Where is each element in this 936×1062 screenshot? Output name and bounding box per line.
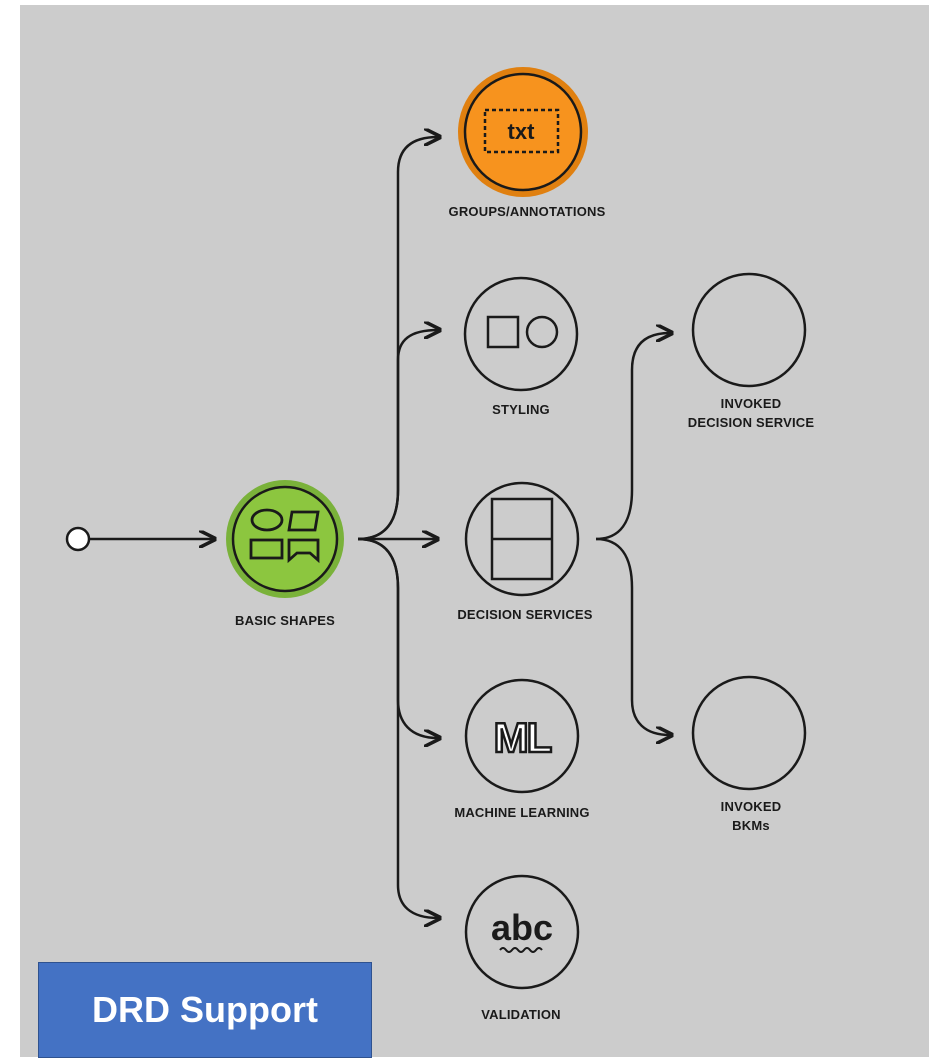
machine-learning-node: ML MACHINE LEARNING bbox=[454, 678, 589, 820]
invoked-bkms-label-line2: BKMs bbox=[732, 818, 770, 833]
groups-annotations-node: txt GROUPS/ANNOTATIONS bbox=[449, 67, 606, 219]
ml-icon: ML bbox=[494, 714, 552, 761]
groups-annotations-label: GROUPS/ANNOTATIONS bbox=[449, 204, 606, 219]
slide-title: DRD Support bbox=[92, 989, 318, 1030]
spellcheck-icon: abc bbox=[491, 907, 553, 953]
basic-shapes-node: BASIC SHAPES bbox=[226, 480, 344, 628]
square-circle-icon bbox=[486, 315, 559, 349]
invoked-bkms-label-line1: INVOKED bbox=[721, 799, 782, 814]
decision-service-icon bbox=[490, 497, 554, 581]
start-node bbox=[65, 526, 91, 552]
decision-services-node: DECISION SERVICES bbox=[457, 481, 593, 622]
diagram-canvas bbox=[20, 5, 929, 1057]
decision-branch-connectors bbox=[595, 333, 670, 735]
machine-learning-label: MACHINE LEARNING bbox=[454, 805, 589, 820]
validation-node: abc VALIDATION bbox=[464, 874, 580, 1022]
invoked-ds-label-line1: INVOKED bbox=[721, 396, 782, 411]
shapes-icon bbox=[249, 508, 320, 564]
invoked-decision-service-node: INVOKED DECISION SERVICE bbox=[688, 272, 815, 430]
validation-icon-text: abc bbox=[491, 907, 553, 948]
groups-icon-text: txt bbox=[508, 119, 536, 144]
styling-label: STYLING bbox=[492, 402, 550, 417]
basic-shapes-label: BASIC SHAPES bbox=[235, 613, 335, 628]
title-box: DRD Support bbox=[38, 962, 372, 1058]
decision-services-label: DECISION SERVICES bbox=[457, 607, 592, 622]
invoked-ds-label-line2: DECISION SERVICE bbox=[688, 415, 815, 430]
styling-node: STYLING bbox=[463, 276, 579, 417]
text-annotation-icon: txt bbox=[483, 108, 560, 154]
validation-label: VALIDATION bbox=[481, 1007, 561, 1022]
invoked-bkms-node: INVOKED BKMs bbox=[691, 675, 807, 833]
branch-connectors bbox=[357, 137, 438, 918]
